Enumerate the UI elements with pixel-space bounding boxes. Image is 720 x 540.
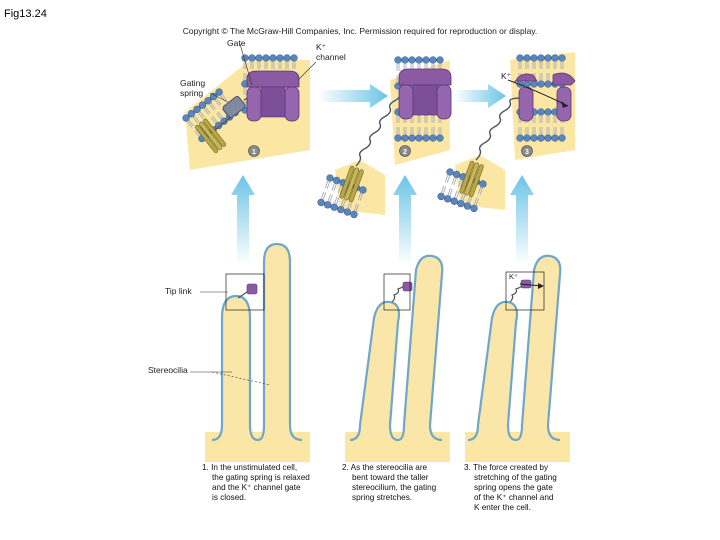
step-3-caption-line: 3. The force created by <box>464 463 549 472</box>
panel-1-gating-spring <box>214 91 257 131</box>
gate-label: Gate <box>227 38 246 48</box>
panel-1-k-channel-closed <box>246 70 300 122</box>
arrow-up-3 <box>510 175 534 265</box>
stereocilia-leader-line-2 <box>211 371 271 386</box>
gating-spring-label-line2: spring <box>180 87 204 98</box>
step-1-badge-number: 1 <box>252 149 256 156</box>
step-1-caption-line: the gating spring is relaxed <box>212 473 310 482</box>
tip-link-label: Tip link <box>165 286 192 296</box>
step-2-caption-line: stereocilium, the gating <box>352 483 437 492</box>
step-3-caption-line: of the K⁺ channel and <box>474 493 554 502</box>
step-3-caption-line: K enter the cell. <box>474 503 531 512</box>
panel-3-gating-spring <box>475 97 523 161</box>
tip-link-3 <box>505 271 545 311</box>
panel-3-step-badge: 3 <box>521 145 533 157</box>
k-channel-label: K⁺ channel <box>316 42 346 63</box>
step-2-caption-line: 2. As the stereocilia are <box>342 463 428 472</box>
step-1-caption-line: is closed. <box>212 493 247 502</box>
step-1-caption-line: 1. In the unstimulated cell, <box>202 463 298 472</box>
tip-link-2 <box>383 273 413 311</box>
arrow-panel2-to-3 <box>454 84 506 108</box>
gate-leader-line <box>239 43 253 86</box>
gating-spring-label: Gating spring <box>180 78 206 99</box>
k-ion-label-bottom: K⁺ <box>509 272 518 281</box>
panel-2-k-channel-closed <box>398 68 452 120</box>
arrow-up-2 <box>393 175 417 265</box>
step-1-caption-line: and the K⁺ channel gate <box>212 483 301 492</box>
arrow-up-1 <box>231 175 255 265</box>
step-3-caption-line: stretching of the gating <box>474 473 557 482</box>
stereocilia-group-2 <box>349 254 444 442</box>
panel-2-step-badge: 2 <box>399 145 411 157</box>
k-channel-leader-line <box>297 61 317 81</box>
arrow-panel1-to-2 <box>318 84 388 108</box>
k-ion-label-top: K⁺ <box>501 71 512 81</box>
stereocilia-label: Stereocilia <box>148 365 188 375</box>
stereocilia-group-1 <box>211 242 303 442</box>
k-channel-label-line2: channel <box>316 51 346 62</box>
step-3-badge-number: 3 <box>525 149 529 156</box>
step-2-caption: 2. As the stereocilia are bent toward th… <box>342 463 436 503</box>
step-3-caption: 3. The force created by stretching of th… <box>464 463 557 513</box>
k-channel-label-line1: K⁺ <box>316 42 327 52</box>
gating-spring-label-line1: Gating <box>180 78 206 88</box>
step-2-caption-line: bent toward the taller <box>352 473 429 482</box>
panel-1-step-badge: 1 <box>248 145 260 157</box>
step-2-caption-line: spring stretches. <box>352 493 413 502</box>
step-2-badge-number: 2 <box>403 149 407 156</box>
step-3-caption-line: spring opens the gate <box>474 483 553 492</box>
stereocilia-group-3 <box>467 254 562 442</box>
panel-3-k-ion-arrow <box>507 79 569 108</box>
step-1-caption: 1. In the unstimulated cell, the gating … <box>202 463 310 503</box>
tip-link-1 <box>225 273 265 311</box>
figure-label: Fig13.24 <box>4 8 47 20</box>
copyright-notice: Copyright © The McGraw-Hill Companies, I… <box>182 26 538 36</box>
gating-spring-leader-line <box>209 92 229 103</box>
